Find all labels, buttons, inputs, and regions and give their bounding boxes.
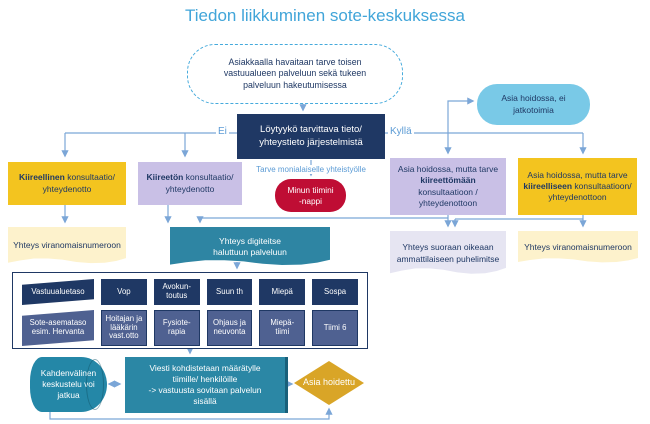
direct-professional-text: Yhteys suoraan oikeaan ammattilaiseen pu… xyxy=(396,242,500,264)
branch-label-no: Ei xyxy=(216,126,229,137)
dialogue-cylinder: Kahdenvälinen keskustelu voi jatkua xyxy=(30,357,107,412)
authority-number-right-doc: Yhteys viranomaisnumeroon xyxy=(518,231,638,263)
page-title: Tiedon liikkuminen sote-keskuksessa xyxy=(185,6,465,25)
team-tile: Ohjaus ja neuvonta xyxy=(206,310,253,346)
message-targeting-text: Viesti kohdistetaan määrätylle tiimille/… xyxy=(148,363,262,406)
digital-contact-doc: Yhteys digiteitse haluttuun palveluun xyxy=(170,227,330,265)
question-box: Löytyykö tarvittava tieto/ yhteystieto j… xyxy=(237,114,385,159)
urgent-consultation-text: Kiireellinen konsultaatio/ yhteydenotto xyxy=(19,172,115,194)
digital-contact-text: Yhteys digiteitse haluttuun palveluun xyxy=(213,235,287,257)
urgent-consultation-box: Kiireellinen konsultaatio/ yhteydenotto xyxy=(8,162,126,205)
team-tile: Tiimi 6 xyxy=(312,310,358,346)
no-further-action-text: Asia hoidossa, ei jatkotoimia xyxy=(501,93,566,115)
handled-non-urgent-box: Asia hoidossa, mutta tarve kiireettömään… xyxy=(390,158,506,215)
start-cloud: Asiakkaalla havaitaan tarve toisen vastu… xyxy=(187,44,403,104)
question-text: Löytyykö tarvittava tieto/ yhteystieto j… xyxy=(259,124,363,148)
team-tile: Suun th xyxy=(206,279,253,305)
start-cloud-text: Asiakkaalla havaitaan tarve toisen vastu… xyxy=(223,56,367,90)
handled-urgent-box: Asia hoidossa, mutta tarve kiireelliseen… xyxy=(518,158,637,215)
direct-professional-doc: Yhteys suoraan oikeaan ammattilaiseen pu… xyxy=(390,231,506,274)
team-tile: Miepä xyxy=(259,279,306,305)
multidisciplinary-label: Tarve monialaiselle yhteistyölle xyxy=(245,165,377,174)
team-tile: Sospa xyxy=(312,279,358,305)
dialogue-cylinder-text: Kahdenvälinen keskustelu voi jatkua xyxy=(40,368,97,400)
authority-number-right-text: Yhteys viranomaisnumeroon xyxy=(524,241,632,252)
team-tile: Vop xyxy=(101,279,147,305)
non-urgent-consultation-box: Kiireetön konsultaatio/ yhteydenotto xyxy=(138,162,242,205)
team-grid: Vastuualuetaso Vop Avokun- toutus Suun t… xyxy=(12,272,368,349)
my-team-button: Minun tiimini -nappi xyxy=(275,179,346,212)
authority-number-left-text: Yhteys viranomaisnumeroon xyxy=(13,240,121,251)
non-urgent-consultation-text: Kiireetön konsultaatio/ yhteydenotto xyxy=(146,172,234,194)
message-targeting-box: Viesti kohdistetaan määrätylle tiimille/… xyxy=(125,357,288,413)
team-tile: Fysiote- rapia xyxy=(153,310,200,346)
my-team-button-text: Minun tiimini -nappi xyxy=(287,184,334,206)
team-tile: Vastuualuetaso xyxy=(22,279,94,305)
team-tile: Sote-asemataso esim. Hervanta xyxy=(22,310,94,346)
team-tile: Hoitajan ja lääkärin vast.otto xyxy=(101,310,147,346)
team-tile: Miepä- tiimi xyxy=(259,310,306,346)
handled-non-urgent-text: Asia hoidossa, mutta tarve kiireettömään… xyxy=(397,164,499,208)
done-diamond-text: Asia hoidettu xyxy=(302,377,356,388)
no-further-action-pill: Asia hoidossa, ei jatkotoimia xyxy=(477,84,590,125)
branch-label-yes: Kyllä xyxy=(388,126,414,137)
authority-number-left-doc: Yhteys viranomaisnumeroon xyxy=(8,227,126,264)
team-tile: Avokun- toutus xyxy=(153,279,200,305)
handled-urgent-text: Asia hoidossa, mutta tarve kiireelliseen… xyxy=(523,169,632,203)
